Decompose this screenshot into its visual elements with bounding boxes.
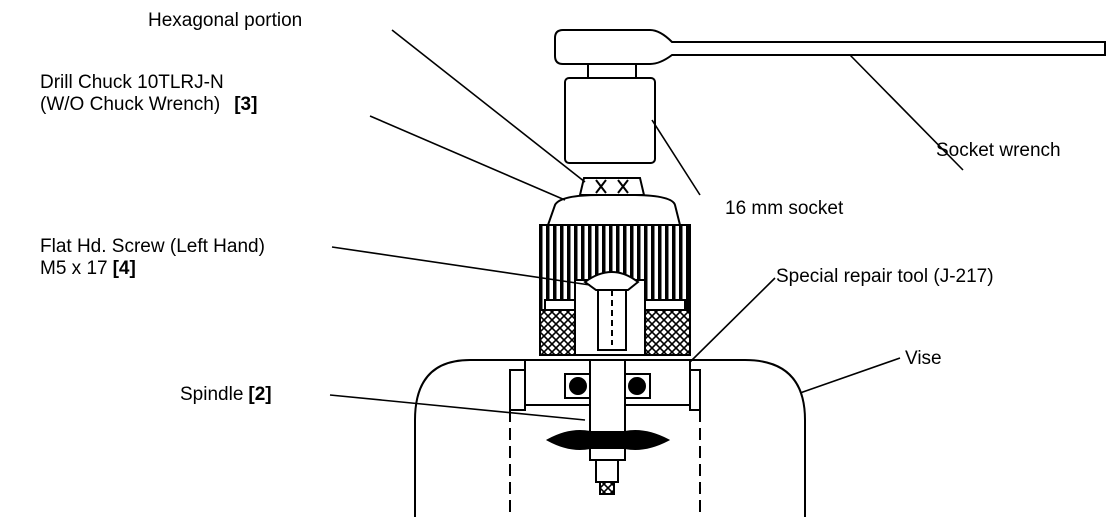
spindle-nut [595, 459, 619, 483]
vise-text: Vise [905, 348, 942, 369]
spindle-text: Spindle [180, 384, 244, 405]
leader-hexagonal [391, 29, 586, 183]
label-socket-wrench: Socket wrench [936, 140, 1061, 162]
leader-socket-wrench [849, 54, 964, 171]
tool-step-right [689, 369, 701, 411]
flat-screw-line2: M5 x 17[4] [40, 258, 265, 280]
label-vise: Vise [905, 348, 942, 370]
label-hexagonal-portion: Hexagonal portion [148, 10, 302, 32]
leader-16mm [651, 119, 701, 196]
hex-facets [595, 179, 629, 194]
label-drill-chuck: Drill Chuck 10TLRJ-N (W/O Chuck Wrench) [… [40, 72, 257, 116]
leader-drill-chuck [369, 115, 566, 201]
socket-body [564, 77, 656, 164]
vise-right-jaw [685, 359, 806, 517]
chuck-screw-head [583, 271, 640, 291]
flat-screw-line1: Flat Hd. Screw (Left Hand) [40, 236, 265, 257]
drill-chuck-ref: [3] [234, 94, 258, 115]
spindle-ref: [2] [248, 384, 272, 405]
socket-16mm-text: 16 mm socket [725, 198, 844, 219]
label-16mm-socket: 16 mm socket [725, 198, 843, 220]
vise-left-jaw [414, 359, 525, 517]
hexagonal-portion-text: Hexagonal portion [148, 10, 303, 31]
hex-nut [578, 177, 646, 196]
label-special-tool: Special repair tool (J-217) [776, 266, 994, 288]
spindle-end [599, 481, 615, 495]
bearing-left-ball [569, 377, 587, 395]
leader-lines [329, 29, 964, 421]
socket-wrench [554, 29, 1106, 65]
socket [564, 57, 656, 164]
wrench-handle [554, 29, 1106, 65]
label-spindle: Spindle[2] [180, 384, 272, 406]
bearing-right-ball [628, 377, 646, 395]
spindle-shaft [545, 359, 671, 495]
leader-special-tool [689, 277, 776, 363]
leader-spindle [329, 394, 586, 421]
flat-screw-line2-text: M5 x 17 [40, 258, 108, 279]
spindle-flange [545, 430, 671, 450]
leader-vise [799, 357, 901, 394]
special-tool-text: Special repair tool (J-217) [776, 266, 994, 287]
drill-chuck-line2-text: (W/O Chuck Wrench) [40, 94, 221, 115]
drill-chuck-line2: (W/O Chuck Wrench) [3] [40, 94, 257, 116]
leader-flat-screw [331, 246, 591, 286]
drill-chuck-line1: Drill Chuck 10TLRJ-N [40, 72, 224, 93]
hex-portion [578, 177, 646, 196]
flat-screw-ref: [4] [112, 258, 136, 279]
bearings [564, 373, 651, 399]
tool-step-left [509, 369, 526, 411]
drill-chuck [539, 194, 691, 356]
chuck-cap [546, 194, 682, 226]
label-flat-screw: Flat Hd. Screw (Left Hand) M5 x 17[4] [40, 236, 265, 280]
vise [414, 359, 806, 517]
socket-wrench-text: Socket wrench [936, 140, 1061, 161]
